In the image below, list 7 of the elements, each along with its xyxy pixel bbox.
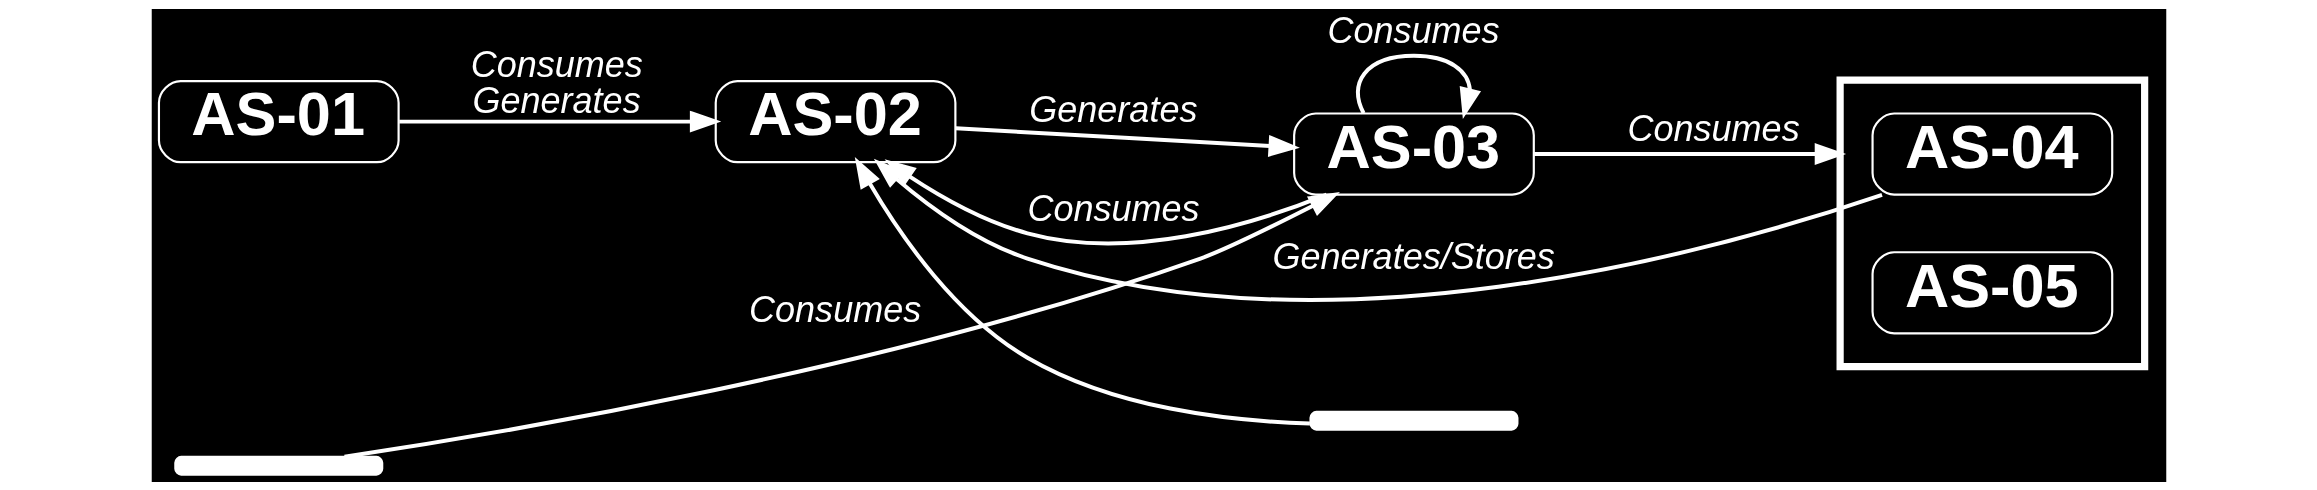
edge-label: Consumes Generates xyxy=(470,43,643,121)
edge-label: Consumes xyxy=(748,288,921,330)
edge-label: Generates/Stores xyxy=(1272,235,1555,277)
edge-label: Consumes xyxy=(1627,107,1800,149)
edge-label: Generates xyxy=(1028,88,1197,130)
edge-label: Consumes xyxy=(1326,9,1500,51)
edge-label: Consumes xyxy=(1026,187,1200,229)
